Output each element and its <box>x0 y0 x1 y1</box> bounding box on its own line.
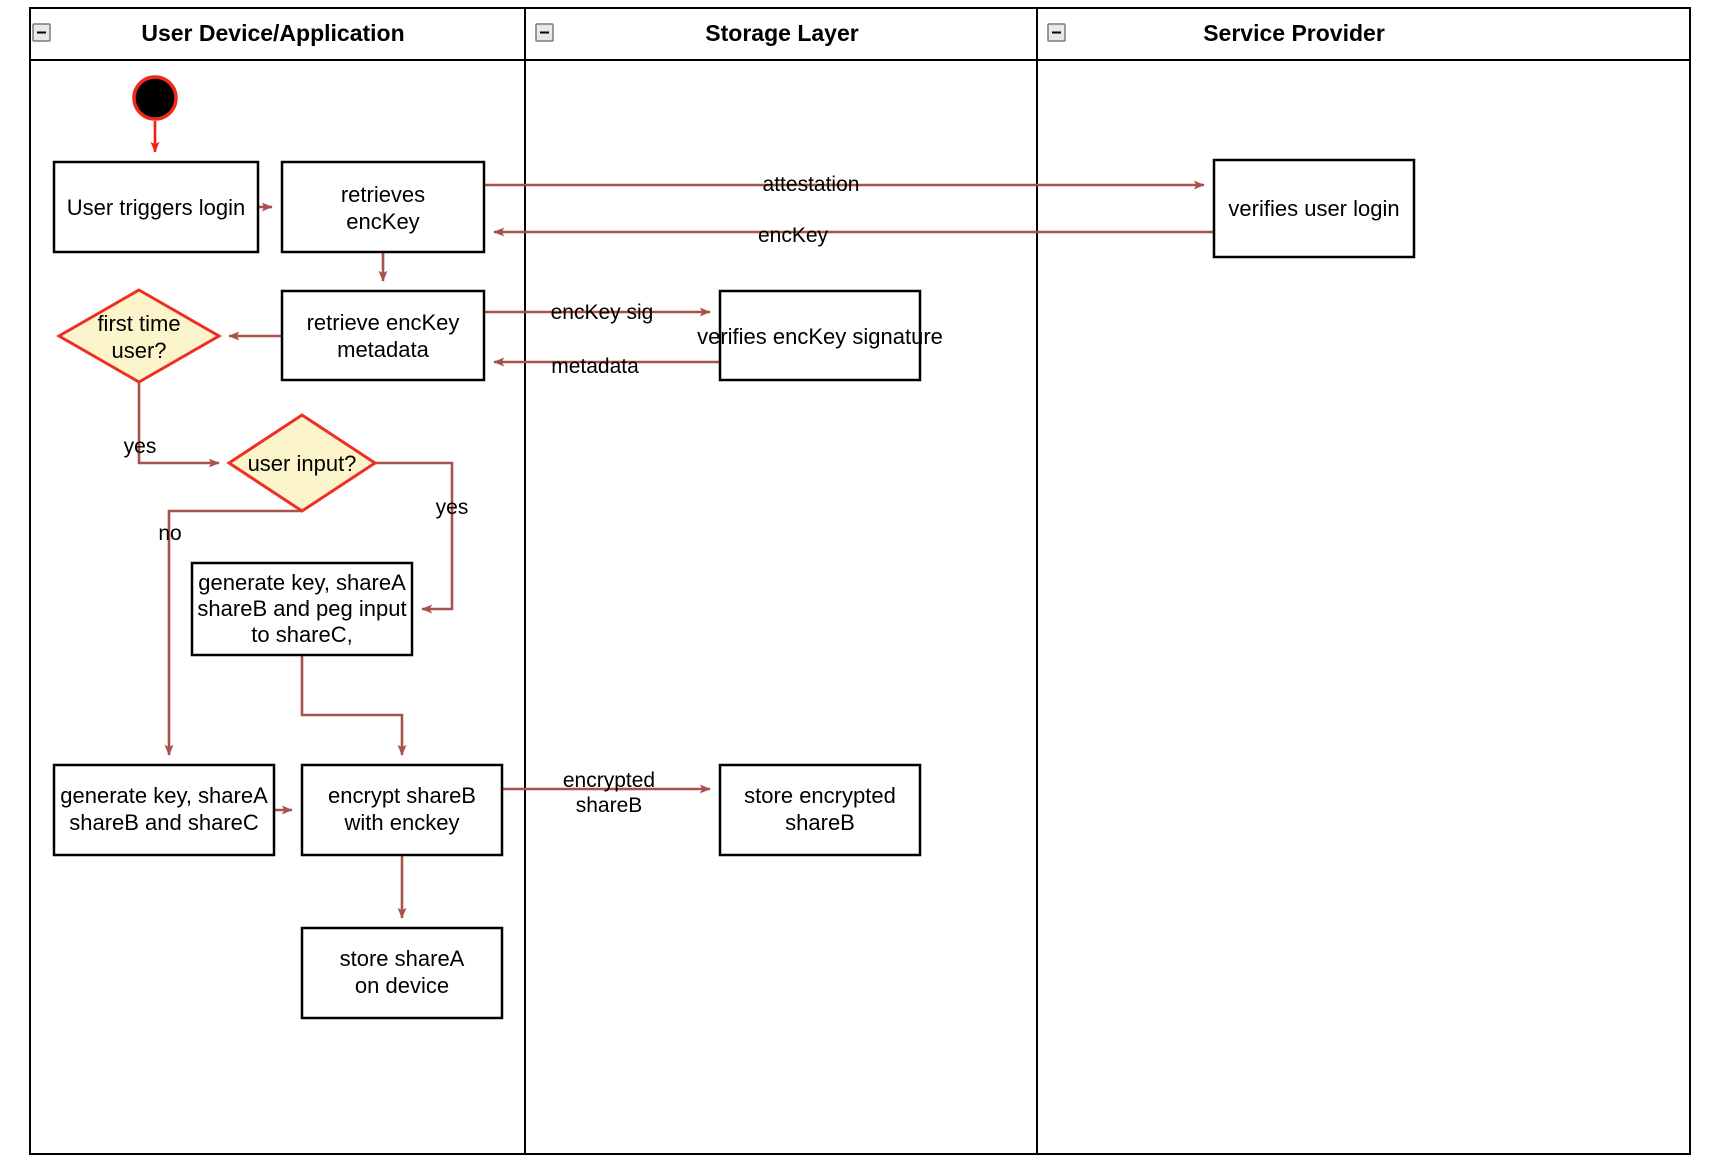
activity-label: User triggers login <box>67 195 246 220</box>
activity-label-line2: shareB and shareC <box>69 810 259 835</box>
start-node <box>132 75 178 121</box>
lane-title-storage-layer: Storage Layer <box>705 20 858 46</box>
minus-box-icon[interactable] <box>32 23 51 42</box>
edge-userinput-no-to-generate-shares <box>164 509 302 756</box>
activity-label-line1: encrypt shareB <box>328 783 476 808</box>
activity-label: verifies user login <box>1228 196 1399 221</box>
activity-label-line3: to shareC, <box>251 622 353 647</box>
decision-user-input[interactable]: user input? <box>226 413 378 513</box>
decision-first-time-user[interactable]: first time user? <box>55 288 223 384</box>
activity-encrypt-shareb[interactable]: encrypt shareB with enckey <box>300 763 504 857</box>
decision-label-line1: first time <box>97 311 180 336</box>
activity-label-line2: on device <box>355 973 449 998</box>
activity-label-line1: retrieves <box>341 182 425 207</box>
activity-verifies-user-login[interactable]: verifies user login <box>1212 158 1416 259</box>
activity-label-line2: with enckey <box>344 810 460 835</box>
activity-label-line1: store encrypted <box>744 783 896 808</box>
lane-header-storage-layer[interactable]: Storage Layer <box>535 20 859 46</box>
edge-label-no-userinput: no <box>158 522 181 545</box>
edge-label-encrypted-shareb-line2: shareB <box>576 794 643 817</box>
activity-retrieve-enckey-metadata[interactable]: retrieve encKey metadata <box>280 289 486 382</box>
activity-label-line2: shareB and peg input <box>197 596 406 621</box>
lane-header-user-device[interactable]: User Device/Application <box>32 20 405 46</box>
lane-title-service-provider: Service Provider <box>1203 20 1385 46</box>
activity-label-line1: generate key, shareA <box>198 570 406 595</box>
edge-label-yes-firsttime: yes <box>124 435 157 458</box>
decision-label: user input? <box>248 451 357 476</box>
edge-userinput-yes-to-generate-peg <box>375 461 454 614</box>
edge-generate-peg-to-encrypt <box>300 655 407 756</box>
activity-generate-key-peg-input[interactable]: generate key, shareA shareB and peg inpu… <box>190 561 414 657</box>
lane-header-service-provider[interactable]: Service Provider <box>1047 20 1385 46</box>
activity-label-line2: encKey <box>346 209 419 234</box>
activity-user-triggers-login[interactable]: User triggers login <box>52 160 260 254</box>
edge-label-attestation: attestation <box>763 173 860 196</box>
minus-box-icon[interactable] <box>1047 23 1066 42</box>
edge-firsttime-yes-to-userinput <box>137 382 220 468</box>
lane-title-user-device: User Device/Application <box>141 20 404 46</box>
edge-label-metadata: metadata <box>551 355 639 378</box>
edge-label-enckey: encKey <box>758 224 829 247</box>
minus-box-icon[interactable] <box>535 23 554 42</box>
edge-label-yes-userinput: yes <box>436 496 469 519</box>
activity-label-line2: metadata <box>337 337 429 362</box>
activity-retrieves-enckey[interactable]: retrieves encKey <box>280 160 486 254</box>
activity-store-sharea-on-device[interactable]: store shareA on device <box>300 926 504 1020</box>
activity-label-line1: store shareA <box>340 946 465 971</box>
activity-verifies-enckey-signature[interactable]: verifies encKey signature <box>697 289 943 382</box>
activity-generate-key-shares[interactable]: generate key, shareA shareB and shareC <box>52 763 276 857</box>
activity-label-line1: generate key, shareA <box>60 783 268 808</box>
edge-label-encrypted-shareb-line1: encrypted <box>563 769 655 792</box>
decision-label-line2: user? <box>111 338 166 363</box>
activity-label-line1: retrieve encKey <box>307 310 460 335</box>
activity-label: verifies encKey signature <box>697 324 943 349</box>
edge-label-enckey-sig: encKey sig <box>551 301 654 324</box>
activity-label-line2: shareB <box>785 810 855 835</box>
activity-store-encrypted-shareb[interactable]: store encrypted shareB <box>718 763 922 857</box>
